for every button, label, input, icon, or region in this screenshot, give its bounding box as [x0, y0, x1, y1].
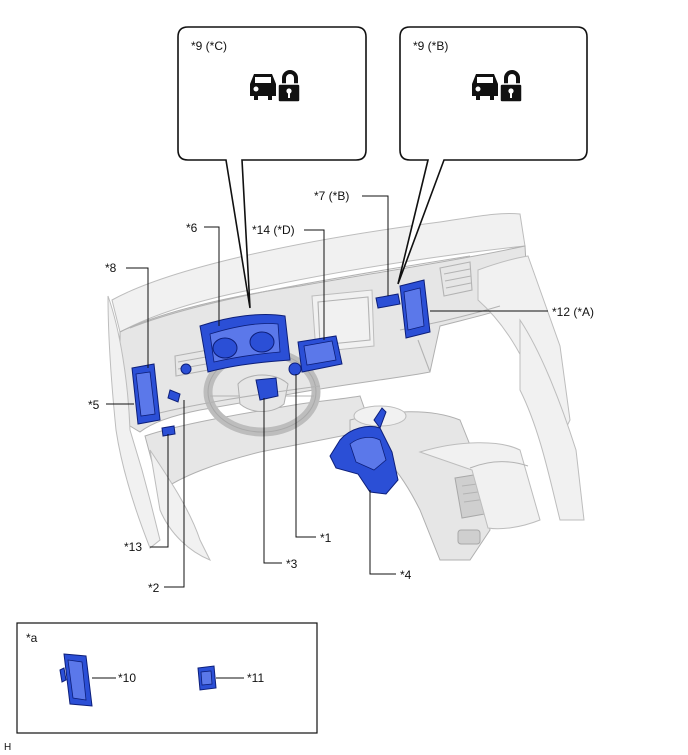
highlighted-components	[131, 279, 431, 495]
part-3	[255, 377, 279, 401]
part-module-7	[375, 293, 401, 309]
part-2	[167, 389, 181, 403]
label-5: *5	[88, 398, 100, 412]
label-13: *13	[124, 540, 142, 554]
component-labels: *6 *14 (*D) *7 (*B) *8 *12 (*A) *5 *13 *…	[88, 189, 594, 595]
label-6: *6	[186, 221, 198, 235]
label-4: *4	[400, 568, 412, 582]
label-14: *14 (*D)	[252, 223, 295, 237]
part-switch-8	[180, 363, 192, 375]
footer-mark: H	[4, 742, 11, 753]
label-1: *1	[320, 531, 332, 545]
inset-title: *a	[26, 631, 38, 645]
callout-left-label: *9 (*C)	[191, 39, 227, 53]
inset-box: *a *10 *11	[16, 622, 318, 734]
door-lock-icon	[472, 70, 523, 103]
callout-right-label: *9 (*B)	[413, 39, 448, 53]
label-2: *2	[148, 581, 160, 595]
inset-label-10: *10	[118, 671, 136, 685]
leader-lines	[106, 195, 548, 588]
label-7: *7 (*B)	[314, 189, 349, 203]
callout-right: *9 (*B)	[397, 26, 588, 285]
dashboard-illustration	[107, 213, 585, 561]
part-connector-13	[161, 425, 176, 437]
part-1	[288, 362, 302, 376]
label-3: *3	[286, 557, 298, 571]
callout-left: *9 (*C)	[177, 26, 367, 309]
label-12: *12 (*A)	[552, 305, 594, 319]
door-lock-icon	[250, 70, 301, 103]
label-8: *8	[105, 261, 117, 275]
inset-label-11: *11	[247, 671, 264, 685]
